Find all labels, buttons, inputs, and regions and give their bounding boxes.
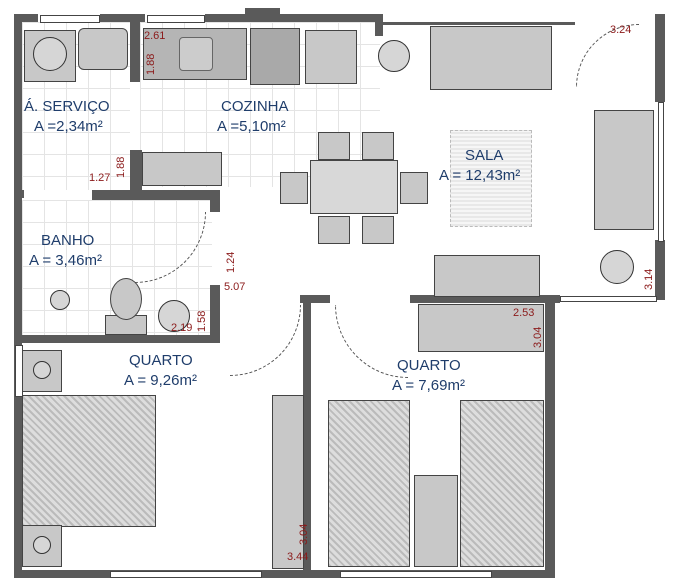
dimension-label: 1.24	[225, 251, 237, 273]
wall-right	[655, 240, 665, 300]
window-sala	[658, 102, 664, 242]
nightstand-desk	[414, 475, 458, 567]
dimension-label: 3.24	[610, 24, 632, 36]
room-area-cozinha: A =5,10m²	[217, 118, 286, 135]
laundry-sink	[78, 28, 128, 70]
room-name-sala: SALA	[465, 147, 504, 164]
room-name-quarto2: QUARTO	[397, 357, 461, 374]
dimension-label: 2.53	[513, 307, 535, 319]
room-area-servico: A =2,34m²	[34, 118, 103, 135]
dimension-label: 1.27	[89, 172, 111, 184]
wall-top	[14, 14, 38, 22]
wall-right	[655, 14, 665, 102]
window	[560, 296, 657, 302]
room-area-quarto2: A = 7,69m²	[392, 377, 465, 394]
dimension-label: 5.07	[224, 281, 246, 293]
washing-machine	[24, 30, 76, 82]
kitchen-sink	[179, 37, 213, 71]
wall-right-quarto	[545, 300, 555, 575]
wardrobe	[272, 395, 304, 569]
dimension-label: 2.19	[171, 322, 193, 334]
dining-table	[310, 160, 398, 214]
chair	[280, 172, 308, 204]
wall-left	[14, 14, 22, 574]
sofa	[430, 26, 552, 90]
dimension-label: 3.44	[287, 551, 309, 563]
wall-banho-top	[14, 190, 24, 198]
wall-top	[205, 14, 375, 22]
double-bed	[22, 395, 156, 527]
armchair-sofa	[594, 110, 654, 230]
wall-hall	[300, 295, 330, 303]
wall-servico	[130, 150, 142, 190]
bathroom-sink	[158, 300, 190, 332]
refrigerator	[305, 30, 357, 84]
wall-top-sala	[375, 22, 575, 25]
single-bed	[460, 400, 544, 567]
chair	[318, 216, 350, 244]
dimension-label: 1.58	[196, 310, 208, 332]
wall-banho-top	[92, 190, 220, 200]
quarto1-door[interactable]	[230, 305, 301, 376]
wall-banho-bottom	[14, 335, 220, 343]
wall-bottom	[14, 570, 555, 578]
single-bed	[328, 400, 410, 567]
window-servico	[40, 15, 100, 23]
wall-servico	[130, 22, 140, 82]
wall-banho-right	[210, 285, 220, 340]
wall-banho	[210, 200, 220, 212]
wall-top	[375, 14, 383, 36]
room-name-servico: Á. SERVIÇO	[24, 98, 110, 115]
wall-top	[100, 14, 145, 22]
stove	[250, 28, 300, 85]
room-name-banho: BANHO	[41, 232, 95, 249]
room-area-sala: A = 12,43m²	[439, 167, 521, 184]
room-area-quarto1: A = 9,26m²	[124, 372, 197, 389]
kitchen-cabinet	[142, 152, 222, 186]
dimension-label: 1.88	[115, 156, 127, 178]
room-area-banho: A = 3,46m²	[29, 252, 102, 269]
room-name-cozinha: COZINHA	[221, 98, 289, 115]
wall-top	[245, 8, 280, 16]
tv-stand	[434, 255, 540, 297]
rug	[450, 130, 532, 227]
chair	[318, 132, 350, 160]
room-name-quarto1: QUARTO	[129, 352, 193, 369]
dimension-label: 3.04	[532, 326, 544, 348]
dimension-label: 2.61	[144, 30, 166, 42]
kitchen-counter	[143, 28, 247, 80]
chair	[362, 132, 394, 160]
window-quarto	[110, 571, 262, 578]
window-quarto	[340, 571, 492, 578]
nightstand	[22, 525, 62, 567]
shower-icon	[50, 290, 70, 310]
wall-sala-bottom	[410, 295, 560, 303]
dimension-label: 3.14	[643, 268, 655, 290]
wall-quartos	[303, 303, 311, 573]
dimension-label: 1.88	[145, 53, 157, 75]
closet	[418, 304, 544, 352]
window-cozinha	[147, 15, 205, 23]
chair	[362, 216, 394, 244]
dimension-label: 3.04	[298, 523, 310, 545]
plant-icon	[600, 250, 634, 284]
toilet	[110, 278, 142, 320]
nightstand	[22, 350, 62, 392]
chair	[400, 172, 428, 204]
plant-icon	[378, 40, 410, 72]
